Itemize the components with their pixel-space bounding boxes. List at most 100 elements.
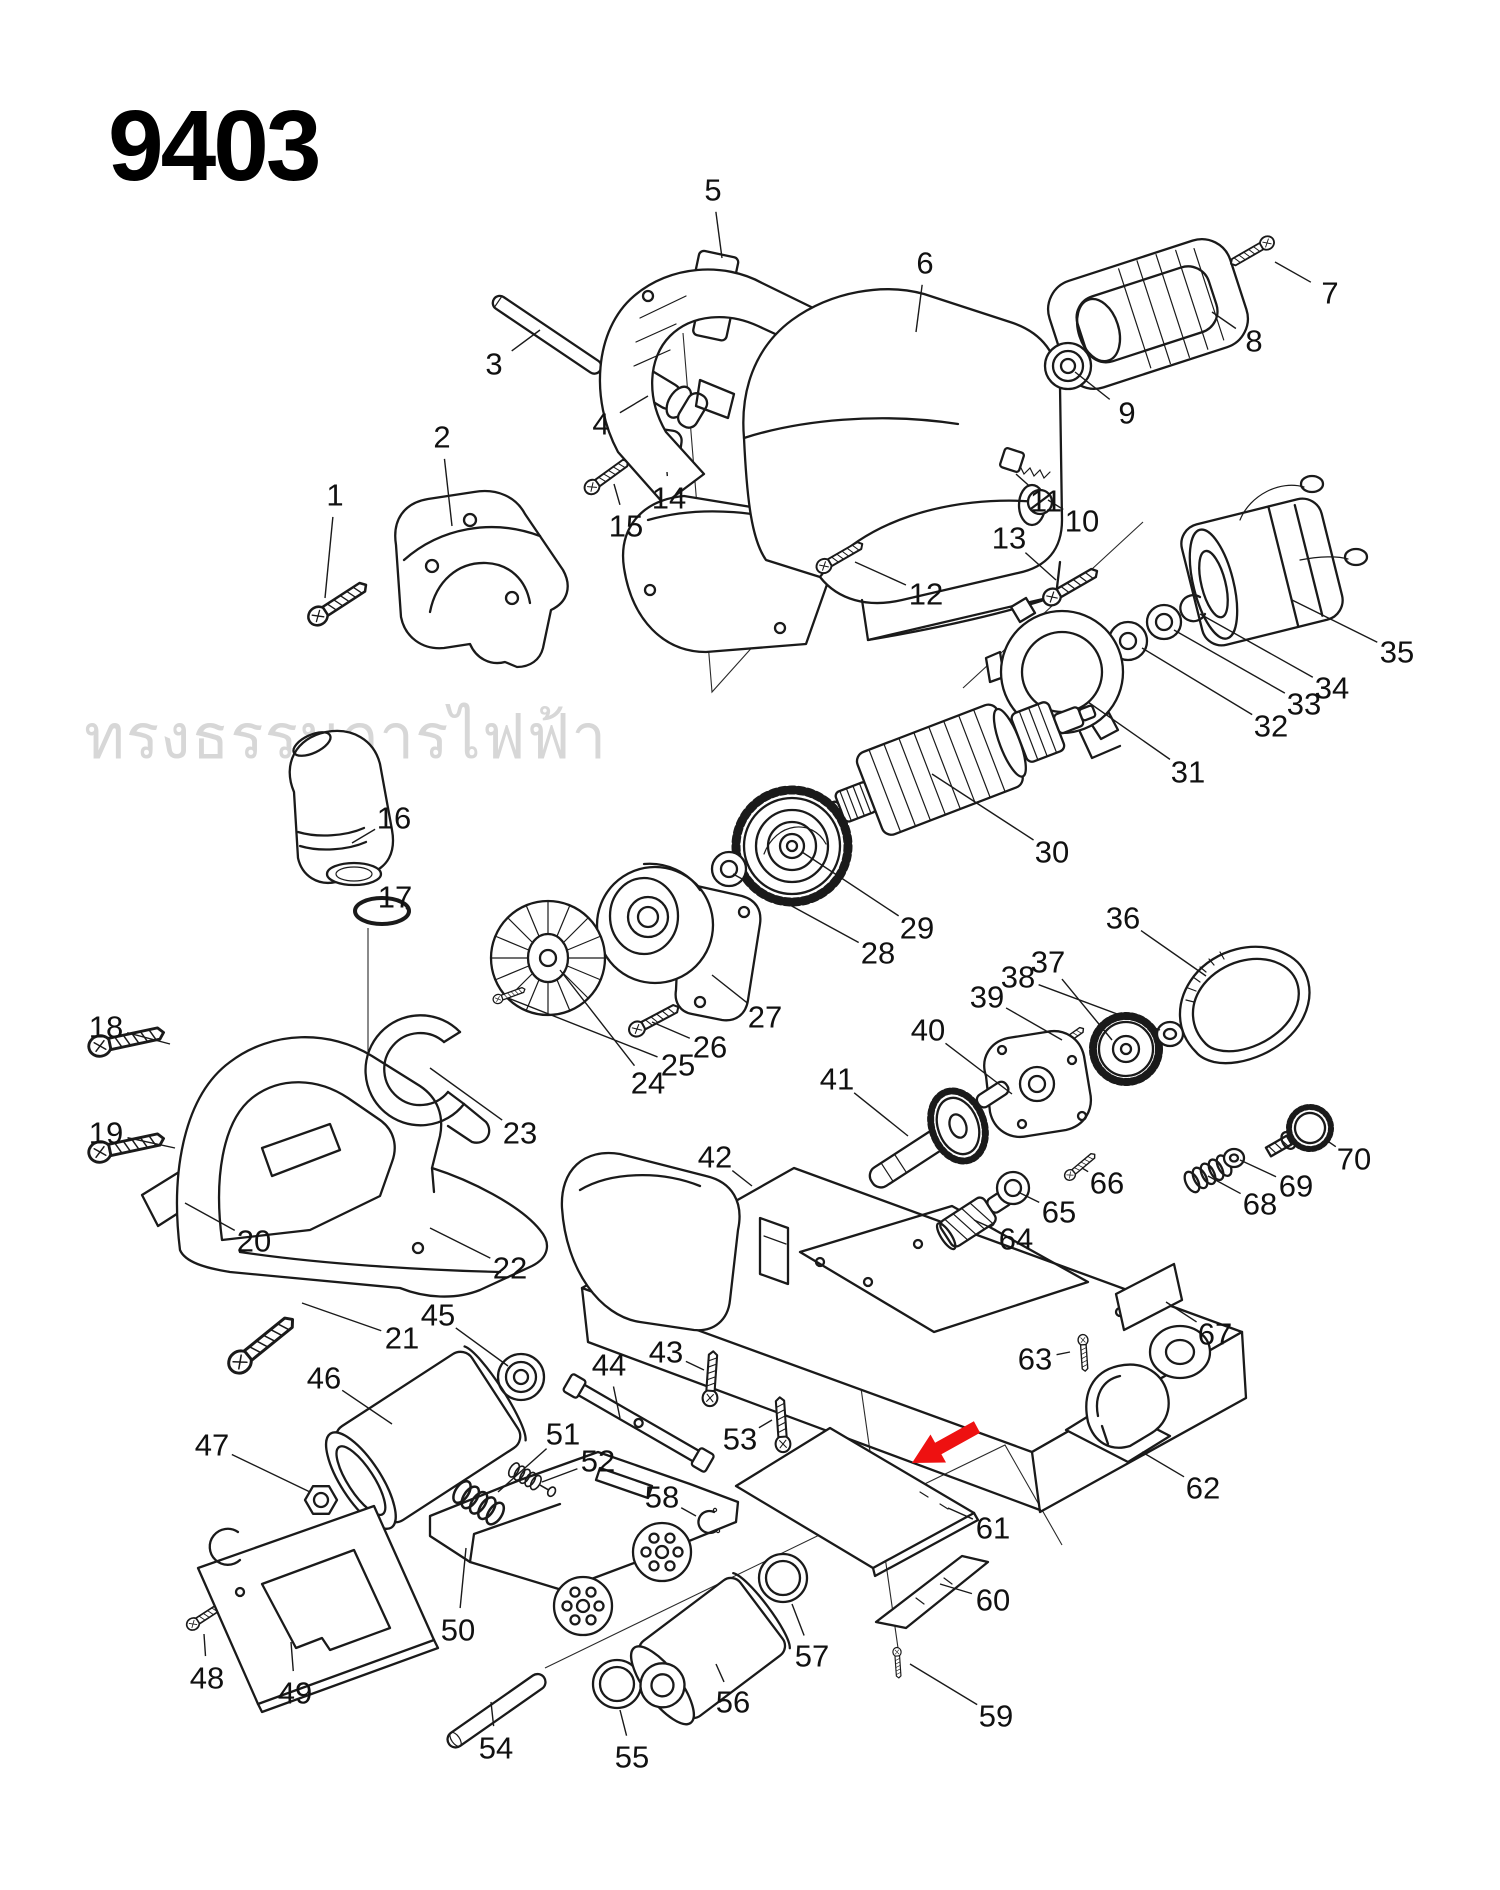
part-label-40: 40 — [911, 1013, 945, 1048]
part-40-bearing-box — [983, 1029, 1093, 1139]
leader-line-53 — [758, 1419, 773, 1429]
leader-line-26 — [651, 1021, 691, 1039]
part-label-5: 5 — [704, 173, 721, 208]
leader-line-20 — [184, 1202, 236, 1232]
leader-line-1 — [324, 516, 334, 599]
part-label-32: 32 — [1254, 709, 1288, 744]
leader-line-41 — [853, 1092, 909, 1137]
part-36-belt — [1178, 945, 1311, 1065]
leader-line-60 — [939, 1583, 973, 1595]
part-label-13: 13 — [992, 521, 1026, 556]
leader-line-16 — [351, 828, 376, 844]
part-15-screw — [580, 454, 633, 499]
leader-line-42 — [731, 1170, 753, 1187]
part-label-52: 52 — [581, 1444, 615, 1479]
leader-line-52 — [541, 1468, 578, 1483]
part-label-25: 25 — [661, 1048, 695, 1083]
leader-line-40 — [945, 1042, 1013, 1095]
leader-line-30 — [931, 773, 1034, 841]
leader-line-34 — [1199, 613, 1314, 678]
part-65-bearing — [995, 1170, 1031, 1206]
leader-line-50 — [459, 1547, 467, 1609]
leader-line-55 — [619, 1709, 628, 1736]
leader-line-28 — [732, 873, 860, 944]
part-69-washer — [1222, 1147, 1246, 1169]
part-11-carbon-brush — [999, 447, 1051, 480]
leader-line-29 — [801, 851, 900, 917]
part-label-2: 2 — [433, 420, 450, 455]
part-label-27: 27 — [748, 1000, 782, 1035]
part-label-56: 56 — [716, 1685, 750, 1720]
part-label-41: 41 — [820, 1062, 854, 1097]
part-1-screw — [303, 576, 373, 631]
leader-line-38 — [1038, 984, 1161, 1031]
part-label-35: 35 — [1380, 635, 1414, 670]
part-8-rear-cover — [1046, 238, 1250, 390]
leader-line-43 — [685, 1360, 705, 1371]
part-label-10: 10 — [1065, 504, 1099, 539]
part-label-47: 47 — [195, 1428, 229, 1463]
part-label-36: 36 — [1106, 901, 1140, 936]
part-label-20: 20 — [237, 1224, 271, 1259]
leader-line-15 — [613, 483, 621, 506]
part-53-screw — [771, 1395, 792, 1454]
part-label-31: 31 — [1171, 755, 1205, 790]
leader-line-18 — [127, 1031, 171, 1045]
leader-line-22 — [429, 1227, 491, 1259]
part-35-field — [1180, 474, 1369, 647]
part-label-65: 65 — [1042, 1195, 1076, 1230]
red-highlight-arrow — [912, 1421, 981, 1463]
leader-line-56 — [715, 1663, 725, 1683]
leader-line-49 — [290, 1641, 294, 1672]
leader-line-37 — [1061, 978, 1113, 1041]
leader-line-24 — [559, 969, 636, 1067]
part-label-49: 49 — [278, 1676, 312, 1711]
part-34-stop-ring — [1179, 594, 1207, 623]
part-55-ring — [591, 1658, 643, 1710]
part-27-bearing-box — [595, 862, 762, 1022]
part-label-14: 14 — [652, 481, 686, 516]
leader-line-47 — [231, 1453, 311, 1493]
part-59-screw — [892, 1646, 904, 1679]
leader-line-7 — [1274, 261, 1312, 283]
part-7-screw — [1226, 232, 1278, 271]
part-57-ring — [757, 1552, 809, 1604]
leader-line-25 — [507, 997, 658, 1058]
leader-line-66 — [1081, 1167, 1089, 1173]
leader-line-27 — [711, 974, 749, 1004]
part-label-26: 26 — [693, 1030, 727, 1065]
part-label-19: 19 — [89, 1116, 123, 1151]
part-label-61: 61 — [976, 1511, 1010, 1546]
part-label-30: 30 — [1035, 835, 1069, 870]
part-label-69: 69 — [1279, 1169, 1313, 1204]
part-label-1: 1 — [326, 478, 343, 513]
part-label-58: 58 — [645, 1480, 679, 1515]
part-label-53: 53 — [723, 1422, 757, 1457]
part-label-51: 51 — [546, 1417, 580, 1452]
part-label-57: 57 — [795, 1639, 829, 1674]
leader-line-2 — [443, 458, 453, 527]
part-61-base-plate — [734, 1426, 980, 1578]
part-label-17: 17 — [378, 880, 412, 915]
part-3-rod — [491, 294, 603, 375]
leader-line-12 — [854, 561, 907, 586]
part-label-45: 45 — [421, 1298, 455, 1333]
part-52-spring-screw — [505, 1460, 557, 1498]
leader-line-31 — [1087, 701, 1171, 760]
part-label-8: 8 — [1245, 324, 1262, 359]
part-label-7: 7 — [1321, 276, 1338, 311]
leader-line-54 — [490, 1701, 495, 1727]
part-label-38: 38 — [1001, 960, 1035, 995]
part-label-54: 54 — [479, 1731, 513, 1766]
leader-line-13 — [1024, 552, 1057, 581]
part-50-lever — [428, 1450, 740, 1637]
leader-line-69 — [1239, 1159, 1277, 1178]
part-29-gear — [731, 785, 853, 907]
part-31-baffle-plate — [984, 596, 1125, 760]
part-28-bearing — [710, 850, 748, 888]
part-label-66: 66 — [1090, 1166, 1124, 1201]
part-label-6: 6 — [916, 246, 933, 281]
part-label-34: 34 — [1315, 671, 1349, 706]
part-label-28: 28 — [861, 936, 895, 971]
